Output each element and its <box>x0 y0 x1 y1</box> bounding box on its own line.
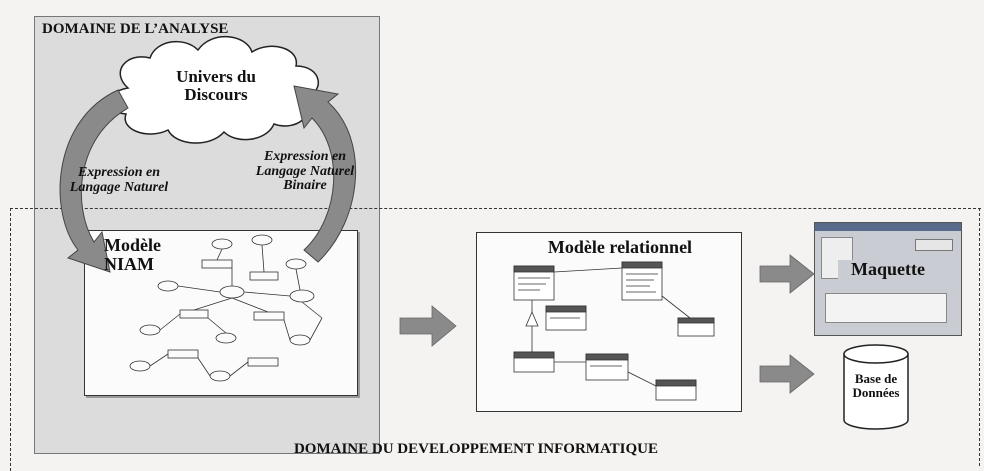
universe-line2: Discours <box>184 84 248 104</box>
mockup-panel-2 <box>825 293 947 323</box>
expression-right-line2: Langage Naturel <box>255 163 355 179</box>
expression-left-line1: Expression en <box>77 165 161 180</box>
expression-right-line3: Binaire <box>283 178 327 194</box>
left-curved-arrow <box>59 89 129 273</box>
analysis-domain-title: DOMAINE DE L’ANALYSE <box>42 21 229 37</box>
database-label: Base de Données <box>836 372 916 399</box>
arrow-to-mockup <box>759 254 815 294</box>
expression-left-label: Expression en Langage Naturel <box>44 165 194 195</box>
right-curved-arrow <box>293 85 357 263</box>
relational-diagram-sketch <box>513 261 715 401</box>
niam-line1: Modèle <box>104 235 161 255</box>
relational-model-title: Modèle relationnel <box>547 237 693 257</box>
database-cylinder <box>843 344 909 430</box>
mockup-button <box>915 239 953 251</box>
expression-left-line2: Langage Naturel <box>69 179 169 195</box>
mockup-screen <box>814 222 962 336</box>
development-domain-title: DOMAINE DU DEVELOPPEMENT INFORMATIQUE <box>293 441 659 457</box>
universe-label: Univers du Discours <box>164 68 268 104</box>
expression-right-label: Expression en Langage Naturel Binaire <box>236 149 374 194</box>
arrow-to-database <box>759 354 815 394</box>
mockup-label: Maquette <box>838 260 938 279</box>
niam-model-label: Modèle NIAM <box>104 236 190 274</box>
niam-line2: NIAM <box>104 253 154 274</box>
database-line1: Base de <box>854 371 898 386</box>
development-domain-right-edge <box>979 208 980 466</box>
mockup-titlebar <box>815 223 961 231</box>
database-line2: Données <box>852 384 900 400</box>
expression-right-line1: Expression en <box>263 149 347 164</box>
arrow-niam-to-relational <box>399 305 457 347</box>
niam-diagram-sketch <box>129 234 323 382</box>
development-domain-frame <box>10 208 981 471</box>
universe-line1: Univers du <box>176 67 256 86</box>
